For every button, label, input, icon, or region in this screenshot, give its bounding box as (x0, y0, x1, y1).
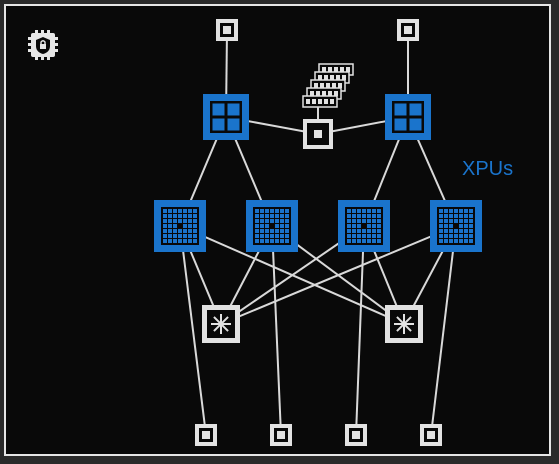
connection-line (355, 225, 365, 436)
small-endpoint-icon (270, 424, 292, 446)
small-endpoint-icon (216, 19, 238, 41)
asterisk-switch-icon (202, 305, 240, 343)
asterisk-switch-icon (385, 305, 423, 343)
connection-line (430, 225, 457, 436)
small-endpoint-icon (345, 424, 367, 446)
connection-line (179, 225, 405, 325)
dense-grid-chip-icon (338, 200, 390, 252)
xpus-label: XPUs (462, 158, 514, 180)
security-chip-icon (28, 30, 58, 60)
quad-grid-chip-icon (385, 94, 431, 140)
dense-grid-chip-icon (246, 200, 298, 252)
central-node-icon (303, 119, 333, 149)
small-endpoint-icon (195, 424, 217, 446)
connection-line (271, 225, 282, 436)
quad-grid-chip-icon (203, 94, 249, 140)
dense-grid-chip-icon (430, 200, 482, 252)
small-endpoint-icon (397, 19, 419, 41)
diagram-nodes (154, 19, 482, 446)
stacked-chips-icon (302, 63, 354, 119)
dense-grid-chip-icon (154, 200, 206, 252)
small-endpoint-icon (420, 424, 442, 446)
connection-line (179, 225, 207, 436)
